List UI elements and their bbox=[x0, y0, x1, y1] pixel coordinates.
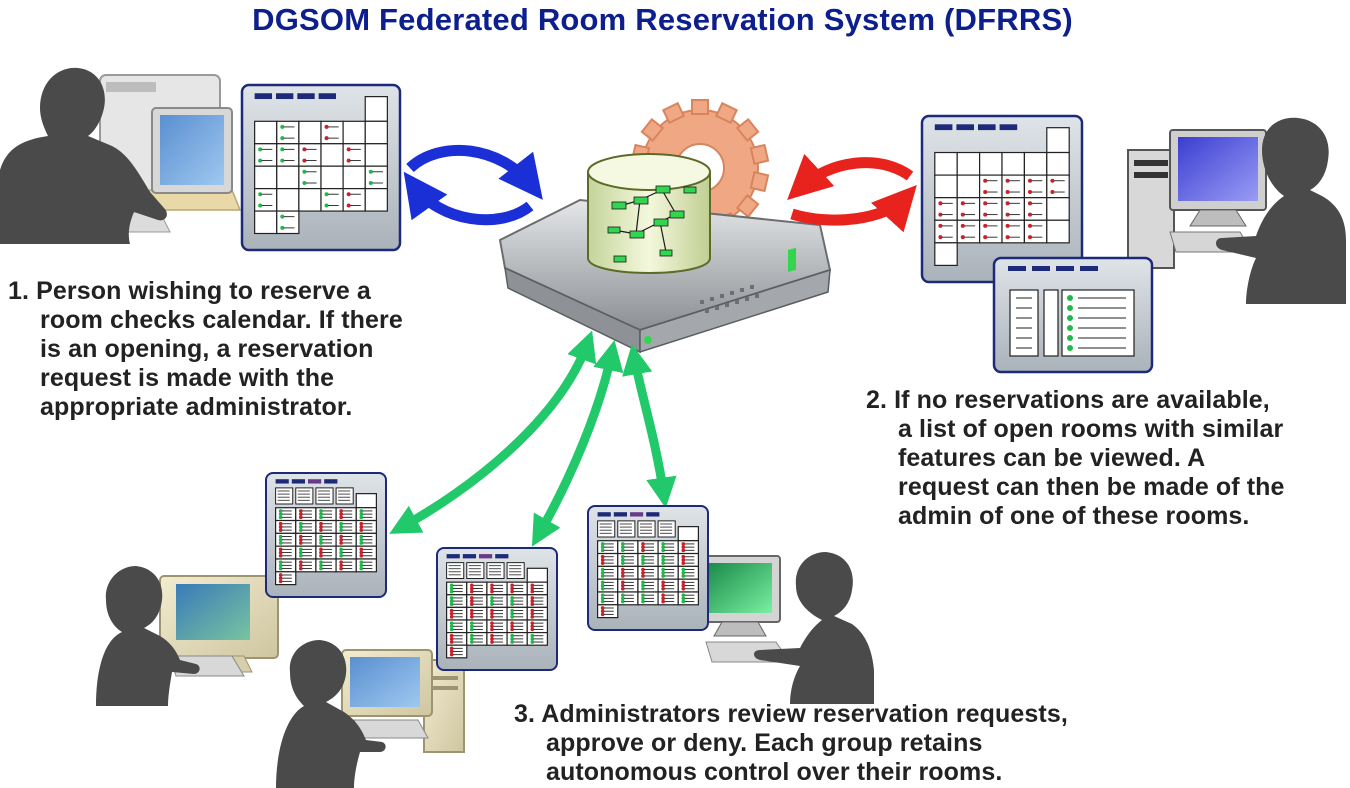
computer-monitor-icon bbox=[138, 107, 242, 211]
calendar-panel-icon bbox=[436, 547, 558, 671]
sync-arrows-icon bbox=[403, 145, 543, 226]
calendar-panel-icon bbox=[587, 505, 709, 631]
person-silhouette-icon bbox=[754, 552, 874, 704]
computer-tower-icon bbox=[1127, 149, 1175, 269]
admin-workstation-1 bbox=[96, 566, 279, 706]
step-line: room checks calendar. If there bbox=[40, 306, 403, 334]
person-silhouette-icon bbox=[1216, 117, 1346, 304]
step-line: If no reservations are available, bbox=[894, 386, 1270, 414]
admin-workstation-2 bbox=[276, 640, 465, 788]
person-silhouette-icon bbox=[0, 67, 167, 244]
keyboard-icon bbox=[353, 719, 429, 739]
step-line: is an opening, a reservation bbox=[40, 335, 374, 363]
calendar-panel-icon bbox=[265, 472, 387, 598]
step-line: request is made with the bbox=[40, 364, 335, 392]
step-line: a list of open rooms with similar bbox=[898, 415, 1284, 443]
step-line: Administrators review reservation reques… bbox=[541, 700, 1068, 728]
step-number: 1. bbox=[8, 277, 30, 305]
step-line: Person wishing to reserve a bbox=[36, 277, 371, 305]
user-workstation-2 bbox=[1127, 117, 1346, 304]
server-icon bbox=[498, 99, 832, 354]
step-line: features can be viewed. A bbox=[898, 444, 1206, 472]
step-1-description: 1. Person wishing to reserve a room chec… bbox=[8, 277, 403, 422]
computer-monitor-icon bbox=[341, 649, 433, 717]
computer-monitor-icon bbox=[699, 555, 781, 637]
admin-workstation-3 bbox=[699, 552, 874, 704]
computer-monitor-icon bbox=[159, 575, 279, 673]
step-number: 3. bbox=[514, 700, 536, 728]
computer-monitor-icon bbox=[1169, 129, 1267, 227]
sync-arrows-icon bbox=[787, 153, 917, 233]
step-number: 2. bbox=[866, 386, 888, 414]
step-line: autonomous control over their rooms. bbox=[546, 758, 1003, 786]
step-line: appropriate administrator. bbox=[40, 393, 353, 421]
bidirectional-arrow-icon bbox=[389, 330, 677, 547]
room-list-panel-icon bbox=[992, 256, 1154, 374]
user-workstation-1 bbox=[0, 67, 242, 244]
step-line: approve or deny. Each group retains bbox=[546, 729, 983, 757]
database-icon bbox=[587, 153, 711, 274]
person-silhouette-icon bbox=[276, 640, 386, 788]
person-silhouette-icon bbox=[96, 566, 200, 706]
calendar-panel-icon bbox=[920, 114, 1084, 284]
calendar-panel-icon bbox=[240, 83, 402, 252]
step-line: admin of one of these rooms. bbox=[898, 502, 1250, 530]
step-line: request can then be made of the bbox=[898, 473, 1285, 501]
step-3-description: 3. Administrators review reservation req… bbox=[514, 700, 1068, 787]
step-2-description: 2. If no reservations are available, a l… bbox=[866, 386, 1285, 531]
diagram-title: DGSOM Federated Room Reservation System … bbox=[252, 2, 1073, 37]
